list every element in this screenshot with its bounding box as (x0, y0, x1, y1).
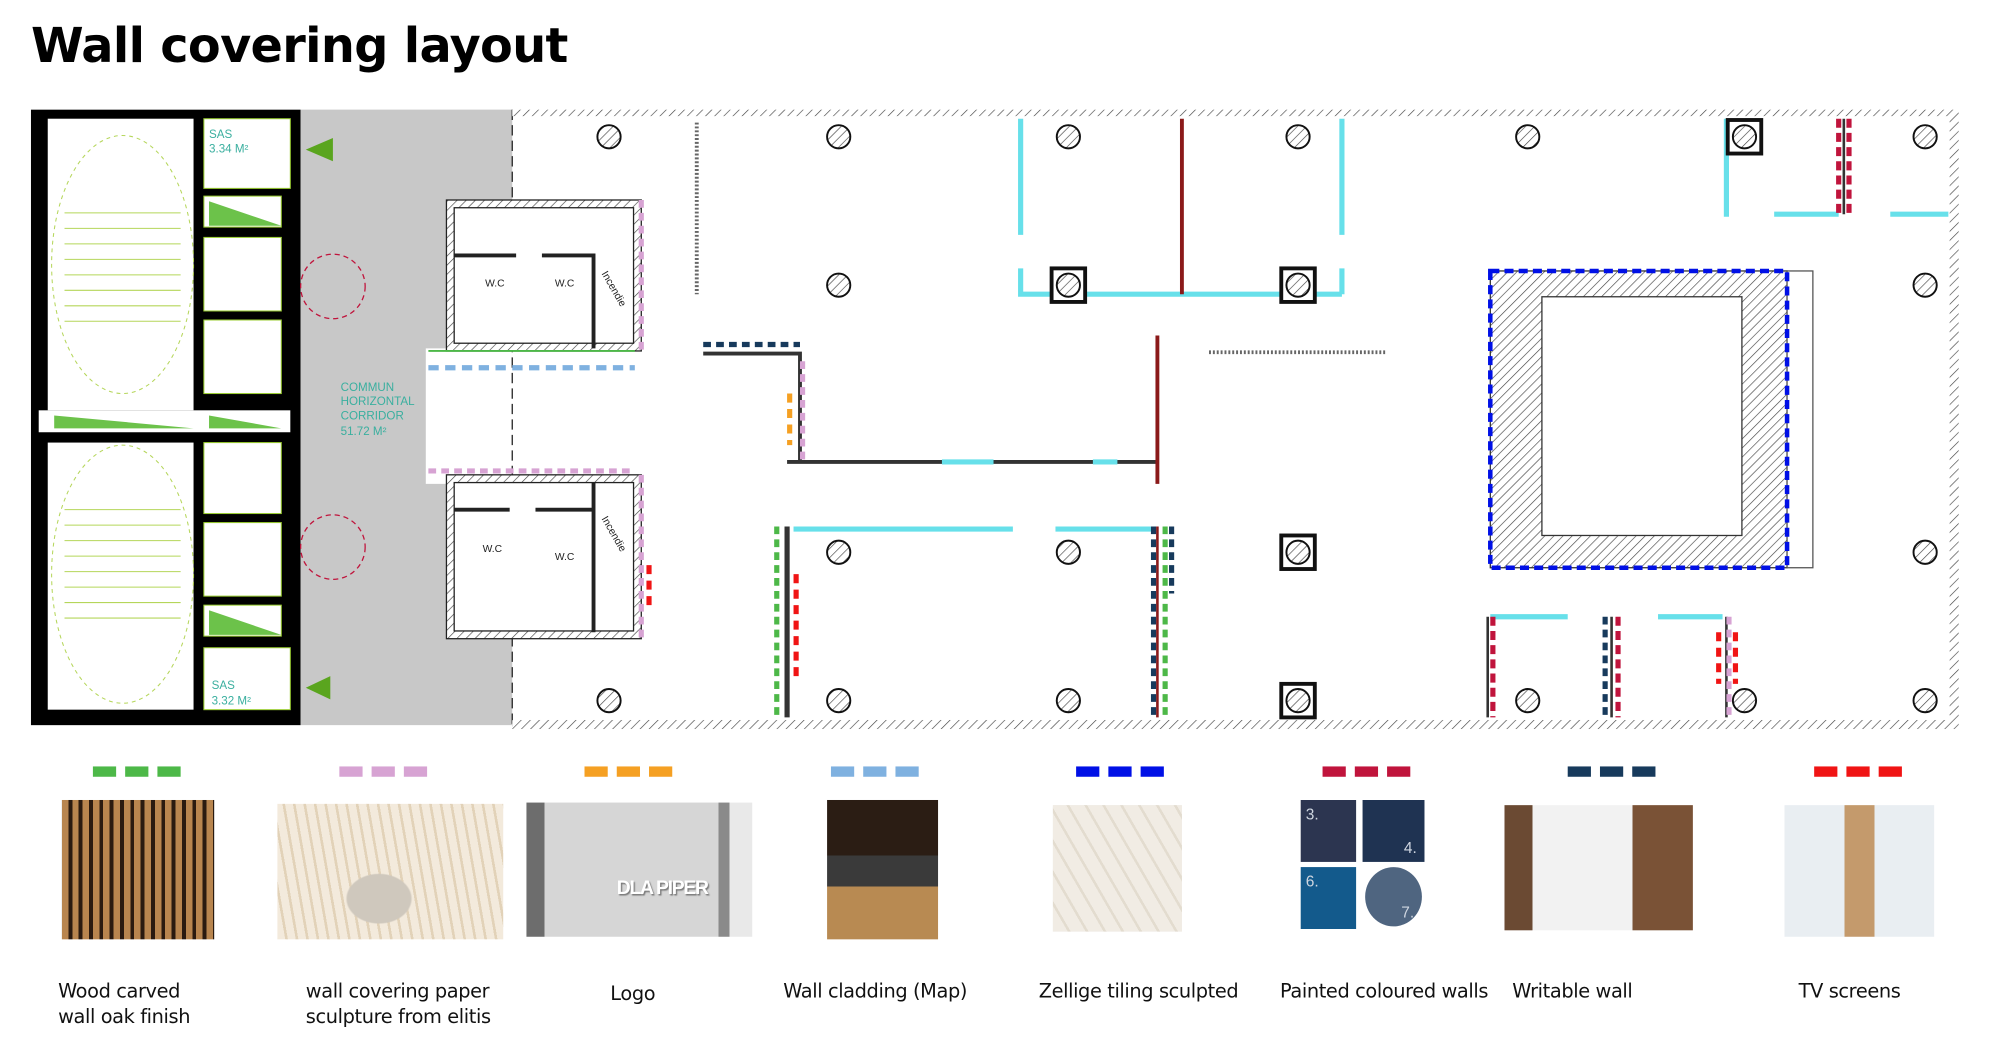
legend-label-line: Wall cladding (Map) (783, 979, 968, 1003)
corridor-label: COMMUN HORIZONTAL CORRIDOR 51.72 M² (341, 381, 416, 438)
legend-swatch (92, 766, 181, 777)
structural-column (1731, 688, 1758, 714)
structural-column (1912, 688, 1938, 714)
structural-column (826, 124, 852, 150)
material-photo (1784, 805, 1935, 937)
material-photo (1052, 805, 1182, 932)
material-photo: 3. 4. 6. 7. (1300, 799, 1425, 930)
structural-column (1285, 688, 1311, 714)
structural-column (1515, 124, 1541, 150)
svg-text:CORRIDOR: CORRIDOR (341, 409, 404, 422)
structural-column (596, 688, 622, 714)
legend-swatch (339, 766, 428, 777)
structural-column (1285, 272, 1311, 298)
sas-bottom-area: 3.32 M² (212, 695, 251, 708)
structural-column (826, 539, 852, 565)
structural-column (1515, 688, 1541, 714)
svg-text:W.C: W.C (483, 544, 503, 555)
legend-label: Painted coloured walls (1280, 978, 1488, 1004)
legend-label-line: wall oak finish (58, 1005, 191, 1029)
legend-label: Writable wall (1512, 978, 1633, 1004)
legend-swatch (1814, 766, 1902, 777)
page-title: Wall covering layout (30, 18, 568, 74)
structural-column (1055, 124, 1081, 150)
material-photo (277, 803, 504, 940)
structural-column (1055, 688, 1081, 714)
legend-label-line: Painted coloured walls (1279, 979, 1489, 1003)
material-photo (827, 799, 939, 940)
legend-label-line: Writable wall (1512, 979, 1633, 1003)
legend-swatch (1567, 766, 1656, 777)
legend-label-line: Wood carved (58, 979, 181, 1003)
entry-arrow-icon (305, 676, 331, 700)
structural-column (1912, 124, 1938, 150)
svg-text:W.C: W.C (555, 552, 575, 563)
floor-plan: SAS 3.34 M² SAS 3.32 M² COMMUN HORIZONTA… (30, 109, 1959, 730)
entry-arrow-icon (305, 138, 333, 162)
svg-text:51.72 M²: 51.72 M² (341, 425, 387, 438)
legend-swatch (1322, 766, 1411, 777)
svg-text:W.C: W.C (555, 278, 575, 289)
structural-column (1912, 539, 1938, 565)
legend-label-line: wall covering paper (305, 979, 490, 1003)
paint-number: 6. (1305, 872, 1319, 891)
legend-label: Logo (610, 981, 655, 1007)
structural-column (596, 124, 622, 150)
legend-label-line: sculpture from elitis (305, 1005, 491, 1029)
legend-swatch (830, 766, 919, 777)
logo-text: DLA PIPER (616, 877, 709, 900)
paint-number: 3. (1305, 805, 1319, 824)
svg-text:HORIZONTAL: HORIZONTAL (341, 395, 416, 408)
material-photo (61, 799, 215, 940)
legend-label: TV screens (1799, 978, 1901, 1004)
svg-text:COMMUN: COMMUN (341, 381, 395, 394)
paint-number: 4. (1403, 838, 1417, 857)
structural-column (826, 688, 852, 714)
legend-label: Zellige tiling sculpted (1039, 978, 1239, 1004)
legend-label-line: Zellige tiling sculpted (1038, 979, 1239, 1003)
legend-swatch (584, 766, 673, 777)
material-photo: DLA PIPER (526, 802, 753, 937)
structural-column (1731, 124, 1758, 150)
structural-column (1912, 272, 1938, 298)
material-photo (1504, 805, 1693, 931)
structural-column (1055, 272, 1081, 298)
sas-bottom-name: SAS (212, 679, 235, 692)
structural-column (1285, 539, 1311, 565)
legend-label-line: TV screens (1798, 979, 1901, 1003)
legend-swatch (1076, 766, 1164, 777)
legend-label: Wall cladding (Map) (783, 978, 967, 1004)
sas-top-name: SAS (209, 128, 232, 141)
structural-column (826, 272, 852, 298)
legend-label-line: Logo (610, 981, 656, 1006)
paint-number: 7. (1401, 903, 1415, 922)
structural-column (1055, 539, 1081, 565)
svg-text:W.C: W.C (485, 278, 505, 289)
structural-column (1285, 124, 1311, 150)
sas-top-area: 3.34 M² (209, 142, 248, 155)
